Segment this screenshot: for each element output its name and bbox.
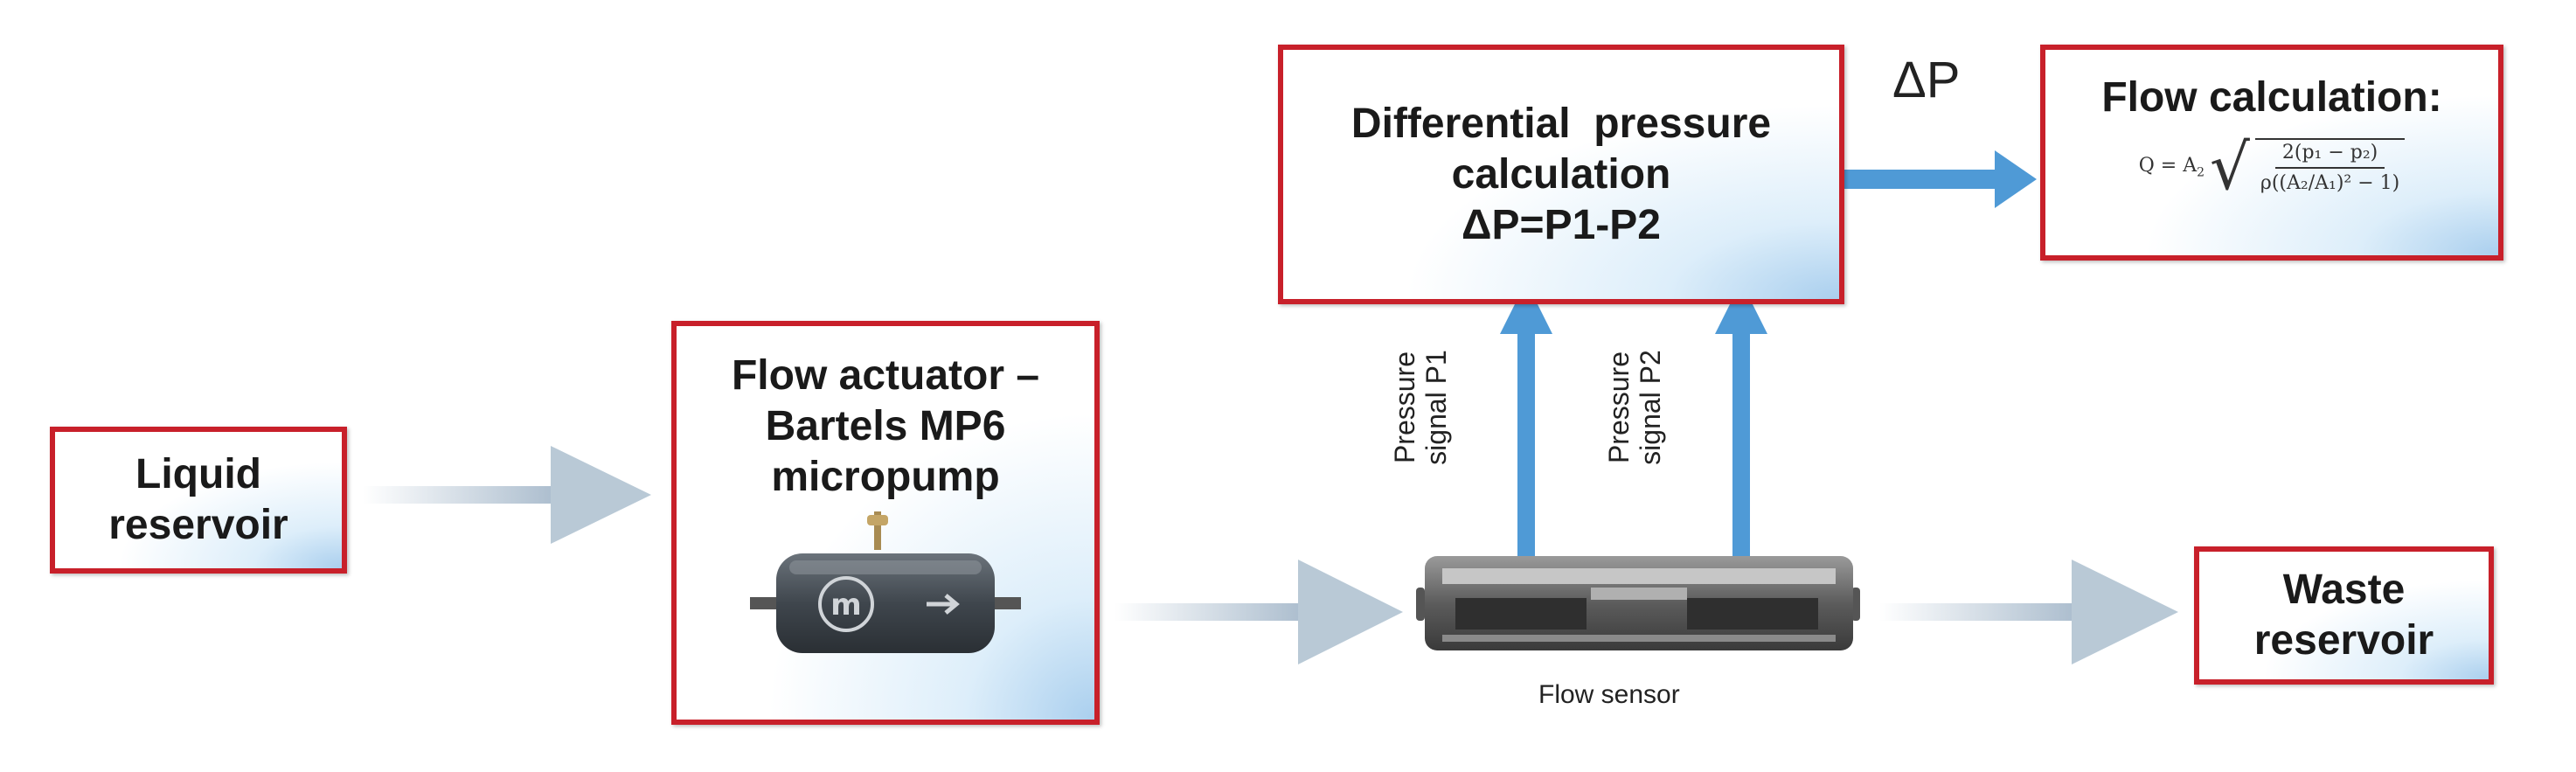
pressure-signal-p2-arrow — [1715, 282, 1767, 577]
differential-pressure-line-2: calculation — [1451, 150, 1671, 198]
flow-actuator-line-3: micropump — [771, 454, 1000, 500]
flow-sensor-icon — [1416, 556, 1860, 650]
micropump-icon: m — [750, 511, 1021, 653]
differential-pressure-line-1: Differential pressure — [1350, 100, 1772, 147]
delta-p-arrow — [1844, 150, 2037, 208]
differential-pressure-box: Differential pressure calculation ΔP=P1-… — [1278, 45, 1844, 304]
waste-reservoir-line-2: reservoir — [2253, 617, 2434, 664]
pressure-signal-p2-line-1: Pressure — [1603, 351, 1635, 464]
flow-calculation-title: Flow calculation: — [2101, 74, 2442, 121]
liquid-reservoir-box: Liquid reservoir — [50, 427, 347, 574]
flow-calculation-box: Flow calculation: Q = A2 √ 2(p₁ − p₂) ρ(… — [2040, 45, 2503, 261]
flow-sensor-label: Flow sensor — [1538, 680, 1680, 709]
pressure-signal-p1-line-1: Pressure — [1389, 351, 1420, 464]
pressure-signal-p2-label: Pressure signal P2 — [1603, 337, 1666, 477]
pressure-signal-p1-line-2: signal P1 — [1420, 350, 1452, 465]
flow-arrow-reservoir-to-pump — [363, 446, 651, 544]
formula-fraction: 2(p₁ − p₂) ρ((A₂/A₁)² − 1) — [2254, 138, 2406, 196]
pressure-signal-p2-line-2: signal P2 — [1635, 350, 1666, 465]
formula-radical-icon: √ — [2210, 130, 2250, 204]
liquid-reservoir-line-2: reservoir — [108, 502, 288, 548]
waste-reservoir-box: Waste reservoir — [2194, 546, 2494, 685]
flow-actuator-box: Flow actuator – Bartels MP6 micropump m — [671, 321, 1100, 725]
svg-text:m: m — [830, 588, 861, 622]
formula-lhs: Q = A2 — [2138, 154, 2205, 180]
liquid-reservoir-line-1: Liquid — [135, 451, 261, 497]
flow-actuator-line-2: Bartels MP6 — [765, 403, 1006, 449]
flow-actuator-line-1: Flow actuator – — [731, 352, 1040, 399]
delta-p-label: ΔP — [1892, 52, 1961, 108]
flow-arrow-pump-to-sensor — [1114, 560, 1403, 664]
flow-arrow-sensor-to-waste — [1879, 560, 2178, 664]
waste-reservoir-line-1: Waste — [2282, 567, 2406, 613]
differential-pressure-line-3: ΔP=P1-P2 — [1462, 201, 1661, 248]
formula-numerator: 2(p₁ − p₂) — [2274, 142, 2385, 169]
pressure-signal-p1-label: Pressure signal P1 — [1389, 337, 1452, 477]
flow-formula: Q = A2 √ 2(p₁ − p₂) ρ((A₂/A₁)² − 1) — [2138, 130, 2406, 204]
pressure-signal-p1-arrow — [1500, 282, 1552, 577]
formula-denominator: ρ((A₂/A₁)² − 1) — [2260, 172, 2400, 194]
